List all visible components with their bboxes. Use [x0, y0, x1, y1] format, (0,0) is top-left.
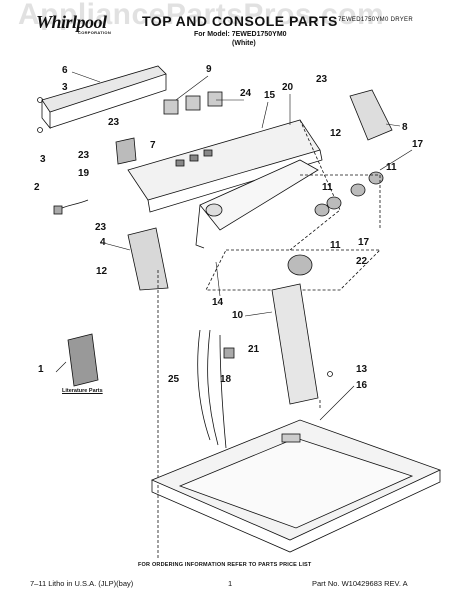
part-endcap-left: [127, 227, 169, 291]
part-endcap: [205, 203, 223, 217]
part-control-bracket: [349, 89, 393, 141]
part-bracket: [115, 137, 137, 165]
callout-6: 6: [62, 65, 68, 76]
footer-litho: 7–11 Litho in U.S.A. (JLP)(bay): [30, 579, 134, 588]
callout-12b: 12: [96, 266, 108, 277]
callout-11c: 11: [330, 240, 341, 251]
callout-17b: 17: [358, 237, 370, 248]
callout-13: 13: [356, 364, 368, 375]
part-switch: [207, 91, 223, 107]
ordering-note: FOR ORDERING INFORMATION REFER TO PARTS …: [138, 562, 312, 568]
callout-3: 3: [62, 82, 68, 93]
callout-9: 9: [206, 64, 212, 75]
page-title: TOP AND CONSOLE PARTS: [142, 13, 338, 29]
callout-1: 1: [38, 364, 44, 375]
model-color: (White): [232, 40, 256, 47]
part-console: [127, 119, 321, 201]
callout-16: 16: [356, 380, 368, 391]
callout-15: 15: [264, 90, 276, 101]
callout-17: 17: [412, 139, 424, 150]
callout-23d: 23: [95, 222, 107, 233]
part-rear-panel: [41, 65, 167, 113]
footer-page-number: 1: [228, 579, 233, 588]
callout-8: 8: [402, 122, 408, 133]
callout-2: 2: [34, 182, 40, 193]
callout-11b: 11: [322, 182, 333, 193]
screw-icon: [37, 97, 43, 103]
callout-3b: 3: [40, 154, 46, 165]
part-knob: [287, 254, 313, 276]
brand-sub: CORPORATION: [78, 30, 112, 35]
callout-11: 11: [386, 162, 397, 173]
part-harness: [53, 205, 63, 215]
callout-21: 21: [248, 344, 260, 355]
callout-22: 22: [356, 256, 368, 267]
callout-18: 18: [220, 374, 232, 385]
literature-icon: [67, 333, 99, 387]
literature-label: Literature Parts: [62, 388, 103, 394]
callout-23b: 23: [108, 117, 120, 128]
part-lint-screen: [271, 283, 319, 405]
header: AppliancePartsPros.com Whirlpool CORPORA…: [0, 0, 464, 50]
callout-10: 10: [232, 310, 244, 321]
callout-12: 12: [330, 128, 342, 139]
callout-23c: 23: [78, 150, 90, 161]
callout-14: 14: [212, 297, 224, 308]
callout-19: 19: [78, 168, 90, 179]
product-label: 7EWED1750YM0 DRYER: [338, 17, 413, 23]
footer-part-number: Part No. W10429683 REV. A: [312, 579, 408, 588]
part-switch: [163, 99, 179, 115]
screw-icon: [37, 127, 43, 133]
brand-logo: Whirlpool: [36, 12, 107, 32]
callout-24: 24: [240, 88, 252, 99]
callout-25: 25: [168, 374, 180, 385]
part-switch: [185, 95, 201, 111]
callout-20: 20: [282, 82, 294, 93]
model-number: For Model: 7EWED1750YM0: [194, 31, 287, 38]
callout-7: 7: [150, 140, 156, 151]
callout-23: 23: [316, 74, 328, 85]
watermark: AppliancePartsPros.com: [18, 0, 385, 31]
